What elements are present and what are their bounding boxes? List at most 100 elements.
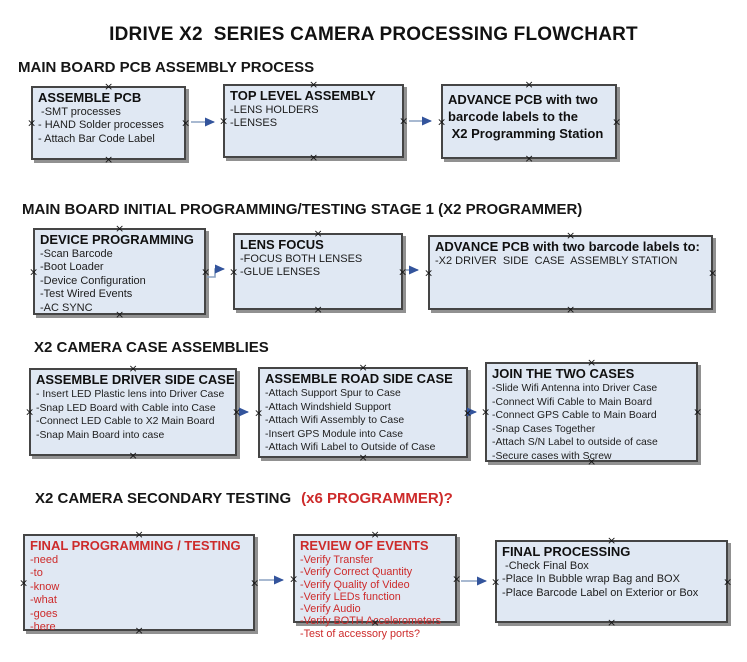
box-line: -Verify Audio [300,603,361,616]
connection-handle-icon: × [313,227,323,240]
box-line: -Attach Windshield Support [265,401,391,413]
connection-handle-icon: × [723,575,733,588]
box-line: -Verify LEDs function [300,590,401,603]
flow-box-advance-to-programming-station: ADVANCE PCB with two barcode labels to t… [437,79,621,164]
connection-handle-icon: × [115,222,125,235]
flow-box-assemble-road-side-case: ASSEMBLE ROAD SIDE CASE -Attach Support … [254,362,472,463]
box-line: -Attach Support Spur to Case [265,388,401,399]
box-line: -know [30,580,60,593]
box-line: -need [30,554,59,566]
connection-handle-icon: × [481,405,491,419]
connection-handle-icon: × [463,406,473,419]
connection-handle-icon: × [250,576,260,589]
box-line: -Boot Loader [40,261,104,274]
connection-handle-icon: × [309,151,319,164]
box-line: -Device Configuration [40,274,146,287]
connection-handle-icon: × [313,303,323,316]
connection-handle-icon: × [399,114,409,128]
box-line: -X2 DRIVER SIDE CASE ASSEMBLY STATION [435,255,678,267]
connection-handle-icon: × [566,303,576,316]
box-line: -Snap LED Board with Cable into Case [36,402,216,414]
connection-handle-icon: × [219,114,229,128]
connection-handle-icon: × [708,266,718,279]
box-line: -FOCUS BOTH LENSES [240,253,363,265]
box-line: -Connect Wifi Cable to Main Board [492,396,652,408]
connection-handle-icon: × [232,405,242,419]
connection-handle-icon: × [370,528,380,541]
connection-handle-icon: × [524,152,534,165]
flow-box-lens-focus: LENS FOCUS -FOCUS BOTH LENSES -GLUE LENS… [229,228,407,315]
flow-box-final-processing: FINAL PROCESSING -Check Final Box -Place… [491,535,732,628]
box-line: - Attach Bar Code Label [38,132,155,145]
box-title: ASSEMBLE PCB [38,90,142,105]
box-title: LENS FOCUS [240,237,324,252]
box-line: - Insert LED Plastic lens into Driver Ca… [36,389,225,400]
connection-handle-icon: × [128,362,138,375]
section-header-case-assemblies: X2 CAMERA CASE ASSEMBLIES [34,339,269,356]
box-line: -Connect LED Cable to X2 Main Board [36,416,215,428]
box-line: -Attach S/N Label to outside of case [492,437,658,449]
box-line: -goes [30,607,58,620]
connection-handle-icon: × [452,572,462,585]
box-line: -Place In Bubble wrap Bag and BOX [502,573,680,586]
box-line: -Connect GPS Cable to Main Board [492,410,657,422]
connection-handle-icon: × [25,405,35,419]
connection-handle-icon: × [587,455,597,468]
box-line: -LENS HOLDERS [230,104,319,116]
box-line: -Slide Wifi Antenna into Driver Case [492,383,658,394]
connection-handle-icon: × [370,616,380,629]
box-line: -Attach Wifi Label to Outside of Case [265,442,436,454]
connection-handle-icon: × [181,116,191,130]
box-line: -Verify Quality of Video [300,578,410,591]
connection-handle-icon: × [587,356,597,369]
box-line: -Snap Cases Together [492,423,596,435]
flow-box-device-programming: DEVICE PROGRAMMING -Scan Barcode -Boot L… [29,223,210,320]
connection-handle-icon: × [201,265,211,278]
box-title-line: barcode labels to the [448,109,579,124]
flow-box-join-the-two-cases: JOIN THE TWO CASES -Slide Wifi Antenna i… [481,357,702,467]
box-title: JOIN THE TWO CASES [492,366,635,381]
section-header-secondary-testing-red: (x6 PROGRAMMER)? [301,490,453,507]
box-title: DEVICE PROGRAMMING [40,232,194,247]
connection-handle-icon: × [254,406,264,419]
connection-handle-icon: × [693,405,703,419]
box-title-line: X2 Programming Station [448,126,604,141]
connection-handle-icon: × [19,576,29,589]
box-line: -Place Barcode Label on Exterior or Box [502,586,699,599]
connection-handle-icon: × [134,624,144,637]
box-line: -Verify Transfer [300,554,374,566]
box-line: -what [30,594,57,607]
box-line: -LENSES [230,117,278,130]
connection-handle-icon: × [566,229,576,242]
box-line: -GLUE LENSES [240,266,321,279]
box-title-line: ADVANCE PCB with two [448,92,598,107]
connection-handle-icon: × [229,265,239,278]
connection-handle-icon: × [358,451,368,464]
connection-handle-icon: × [424,266,434,279]
connection-handle-icon: × [128,449,138,462]
box-line: - HAND Solder processes [38,119,164,132]
section-header-secondary-testing-black: X2 CAMERA SECONDARY TESTING [35,490,292,507]
flow-box-advance-to-driver-side-station: ADVANCE PCB with two barcode labels to: … [424,230,717,315]
box-title: ASSEMBLE ROAD SIDE CASE [265,371,453,386]
box-line: -Test Wired Events [40,288,133,301]
connection-handle-icon: × [29,265,39,278]
section-header-secondary-testing: X2 CAMERA SECONDARY TESTING (x6 PROGRAMME… [35,490,453,507]
connection-handle-icon: × [27,116,37,130]
box-line: -to [30,567,43,580]
connection-handle-icon: × [309,78,319,91]
connection-handle-icon: × [104,80,114,93]
box-title: FINAL PROGRAMMING / TESTING [30,538,241,553]
connection-handle-icon: × [358,361,368,374]
connection-handle-icon: × [524,78,534,91]
box-line: -SMT processes [38,106,121,118]
connection-handle-icon: × [134,528,144,541]
box-line: -Snap Main Board into case [36,429,165,441]
box-line: -Secure cases with Screw [492,450,612,462]
connection-handle-icon: × [607,616,617,629]
box-title: ASSEMBLE DRIVER SIDE CASE [36,372,235,387]
box-title: TOP LEVEL ASSEMBLY [230,88,376,103]
box-title: FINAL PROCESSING [502,544,631,559]
page-title: IDRIVE X2 SERIES CAMERA PROCESSING FLOWC… [109,24,638,45]
connection-handle-icon: × [612,115,622,128]
